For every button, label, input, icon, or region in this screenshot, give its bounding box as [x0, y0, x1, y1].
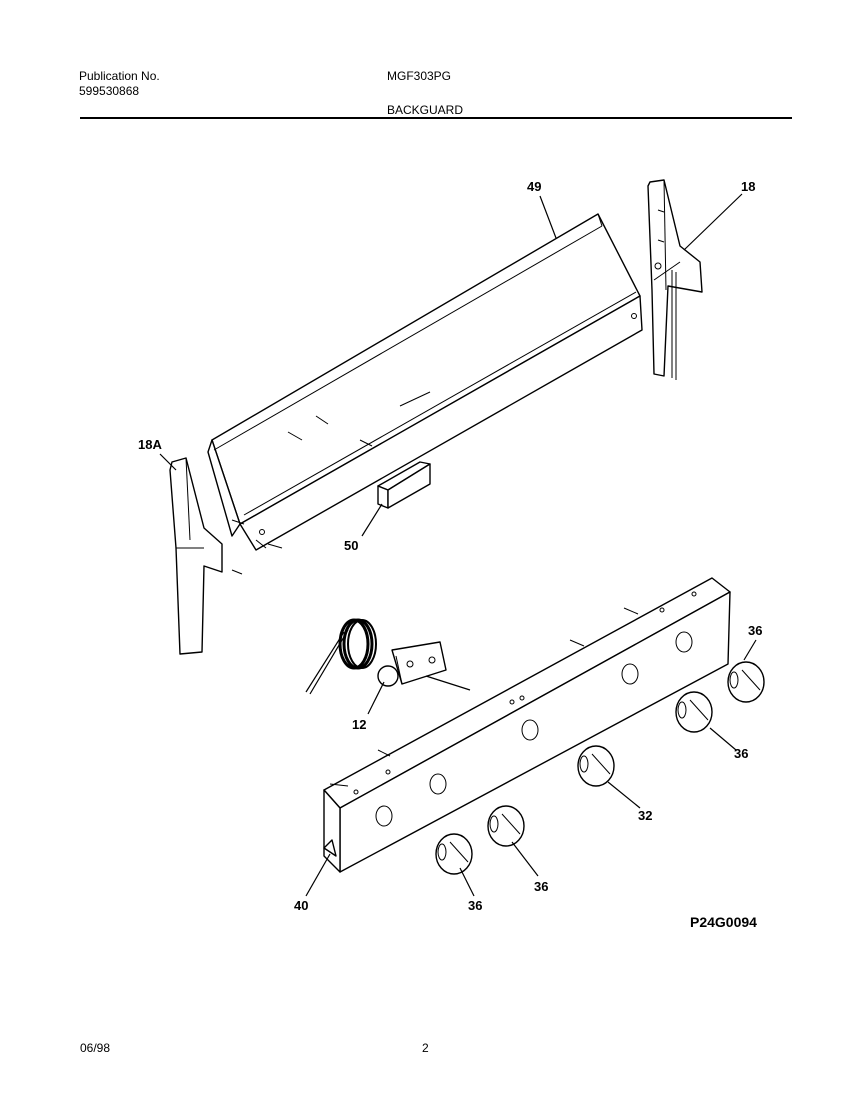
- control-panel-40: [323, 577, 731, 873]
- knob-36-center: [487, 805, 525, 847]
- knob-36-left: [435, 833, 473, 875]
- model-number: MGF303PG: [387, 69, 452, 83]
- bracket-50: [377, 461, 431, 509]
- end-cap-left-18a: [169, 457, 245, 655]
- thermostat-12: [305, 618, 471, 695]
- label-36-right-top: 36: [748, 623, 762, 638]
- label-36-left: 36: [468, 898, 482, 913]
- label-18a: 18A: [138, 437, 162, 452]
- publication-label: Publication No.: [79, 69, 160, 83]
- knob-36-right-middle: [675, 691, 713, 733]
- label-36-right-middle: 36: [734, 746, 748, 761]
- label-50: 50: [344, 538, 358, 553]
- label-32: 32: [638, 808, 652, 823]
- drawing-id: P24G0094: [690, 914, 757, 930]
- label-12: 12: [352, 717, 366, 732]
- label-40: 40: [294, 898, 308, 913]
- end-cap-right-18: [647, 179, 703, 380]
- label-36-center: 36: [534, 879, 548, 894]
- knob-32: [577, 745, 615, 787]
- knob-36-right-top: [727, 661, 765, 703]
- publication-number: 599530868: [79, 84, 140, 98]
- leader-lines: [159, 193, 757, 897]
- label-49: 49: [527, 179, 541, 194]
- footer-date: 06/98: [80, 1041, 111, 1055]
- label-18: 18: [741, 179, 755, 194]
- section-title: BACKGUARD: [387, 103, 464, 117]
- backguard-panel-49: [207, 213, 643, 551]
- header-rule: [80, 117, 792, 119]
- page-number: 2: [422, 1041, 429, 1055]
